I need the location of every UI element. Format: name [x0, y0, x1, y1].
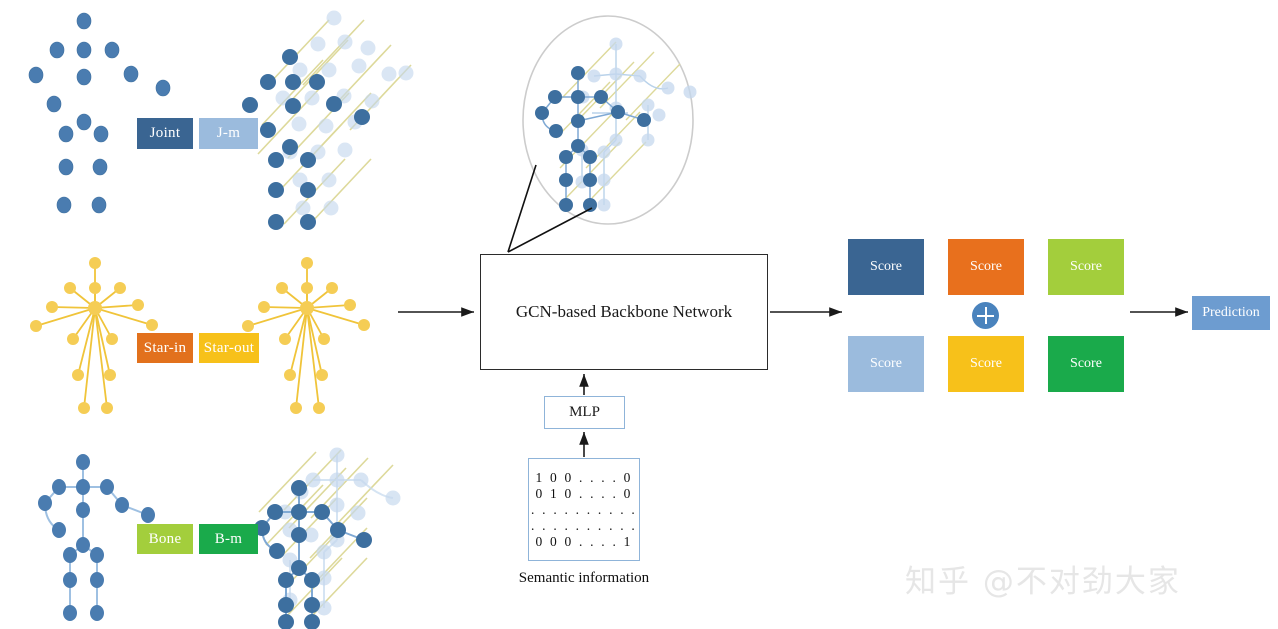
stream-label-bone-motion[interactable]: B-m: [199, 524, 258, 554]
score-box-joint-motion[interactable]: Score: [848, 336, 924, 392]
matrix-row: 0 0 0 . . . . 1: [535, 533, 633, 549]
score-box-bone[interactable]: Score: [1048, 239, 1124, 295]
bone-motion-graphic: [254, 447, 401, 629]
stream-label-joint-motion[interactable]: J-m: [199, 118, 258, 149]
semantic-information-caption: Semantic information: [518, 570, 650, 586]
magnifier-callout-lines: [507, 164, 593, 253]
score-box-bone-motion[interactable]: Score: [1048, 336, 1124, 392]
prediction-label: Prediction: [1202, 305, 1260, 320]
gcn-backbone-box[interactable]: GCN-based Backbone Network: [480, 254, 768, 370]
score-box-star-out[interactable]: Score: [948, 336, 1024, 392]
zhihu-watermark: 知乎 @不对劲大家: [905, 564, 1181, 600]
matrix-row: . . . . . . . . . .: [531, 501, 637, 517]
joint-skeleton-graphic: [28, 12, 171, 214]
plus-circle-icon: [972, 302, 999, 329]
matrix-row: 0 1 0 . . . . 0: [535, 485, 633, 501]
score-box-joint[interactable]: Score: [848, 239, 924, 295]
semantic-matrix-box: 1 0 0 . . . . 0 0 1 0 . . . . 0 . . . . …: [528, 458, 640, 561]
star-out-graphic: [242, 257, 370, 414]
stream-label-star-out[interactable]: Star-out: [199, 333, 259, 363]
mlp-box[interactable]: MLP: [544, 396, 625, 429]
mlp-label: MLP: [569, 404, 600, 420]
joint-motion-graphic: [242, 10, 414, 230]
score-box-star-in[interactable]: Score: [948, 239, 1024, 295]
matrix-row: . . . . . . . . . .: [531, 517, 637, 533]
stream-label-joint[interactable]: Joint: [137, 118, 193, 149]
matrix-row: 1 0 0 . . . . 0: [535, 469, 633, 485]
stream-label-star-in[interactable]: Star-in: [137, 333, 193, 363]
stream-label-bone[interactable]: Bone: [137, 524, 193, 554]
graph-magnifier-graphic: [522, 15, 697, 225]
gcn-backbone-label: GCN-based Backbone Network: [515, 302, 733, 321]
prediction-box[interactable]: Prediction: [1192, 296, 1270, 330]
